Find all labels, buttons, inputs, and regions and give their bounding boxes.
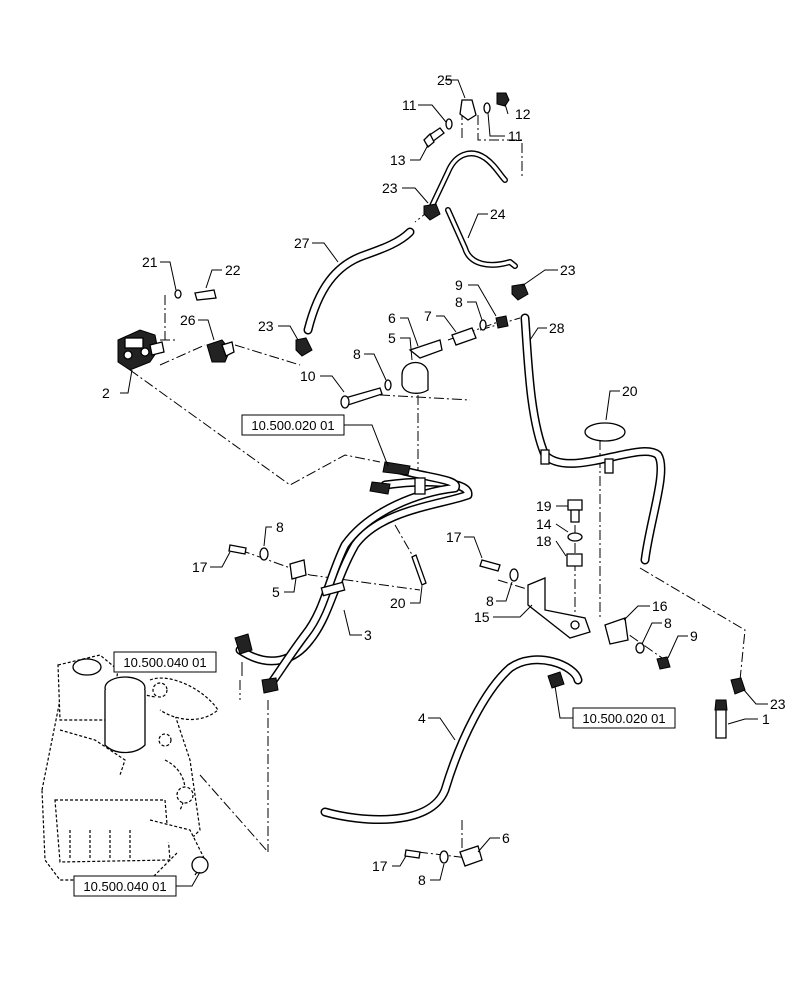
callout-label: 17 bbox=[446, 529, 462, 545]
callout-label: 8 bbox=[418, 872, 426, 888]
callout-label: 21 bbox=[142, 254, 158, 270]
callout-label: 10 bbox=[300, 368, 316, 384]
callout-label: 20 bbox=[390, 595, 406, 611]
callout-label: 2 bbox=[102, 385, 110, 401]
callout-label: 27 bbox=[294, 235, 310, 251]
callout-label: 23 bbox=[382, 180, 398, 196]
callout-label: 8 bbox=[486, 593, 494, 609]
callout-label: 11 bbox=[402, 97, 417, 113]
callout-label: 20 bbox=[622, 383, 638, 399]
callout-label: 8 bbox=[353, 346, 361, 362]
callout-label: 17 bbox=[372, 858, 388, 874]
callout-label: 5 bbox=[388, 330, 396, 346]
callout-label: 18 bbox=[536, 533, 552, 549]
reference-box-3: 10.500.020 01 bbox=[572, 707, 676, 729]
callout-label: 17 bbox=[192, 559, 208, 575]
callout-label: 11 bbox=[508, 128, 523, 144]
control-valve bbox=[117, 329, 165, 371]
reference-label: 10.500.020 01 bbox=[582, 711, 665, 726]
assembly-lines bbox=[129, 110, 746, 859]
reference-label: 10.500.020 01 bbox=[251, 418, 334, 433]
reference-box-2: 10.500.040 01 bbox=[113, 651, 217, 673]
reference-label: 10.500.040 01 bbox=[83, 879, 166, 894]
callout-numbers: 25 12 11 11 13 23 24 27 21 22 9 23 8 7 6… bbox=[102, 72, 786, 888]
callout-label: 9 bbox=[690, 628, 698, 644]
callout-label: 23 bbox=[258, 318, 274, 334]
hoses bbox=[235, 150, 666, 824]
reference-box-4: 10.500.040 01 bbox=[73, 875, 177, 897]
callout-label: 25 bbox=[437, 72, 453, 88]
callout-label: 23 bbox=[770, 696, 786, 712]
hardware bbox=[174, 92, 746, 867]
callout-label: 22 bbox=[225, 262, 241, 278]
reference-label: 10.500.040 01 bbox=[123, 655, 206, 670]
callout-label: 8 bbox=[455, 294, 463, 310]
callout-label: 1 bbox=[762, 711, 770, 727]
callout-label: 8 bbox=[276, 519, 284, 535]
callout-label: 23 bbox=[560, 262, 576, 278]
callout-label: 3 bbox=[364, 627, 372, 643]
callout-label: 16 bbox=[652, 598, 668, 614]
callout-label: 7 bbox=[424, 308, 432, 324]
callout-label: 26 bbox=[180, 312, 196, 328]
callout-label: 6 bbox=[502, 830, 510, 846]
leader-lines bbox=[120, 79, 768, 887]
callout-label: 24 bbox=[490, 206, 506, 222]
reference-box-1: 10.500.020 01 bbox=[241, 414, 345, 436]
hose-bands bbox=[320, 449, 614, 597]
callout-label: 13 bbox=[390, 152, 406, 168]
callout-label: 12 bbox=[515, 106, 531, 122]
elbow-fitting-26 bbox=[206, 339, 235, 363]
callout-label: 5 bbox=[272, 584, 280, 600]
callout-label: 4 bbox=[418, 710, 426, 726]
callout-label: 28 bbox=[549, 320, 565, 336]
callout-label: 8 bbox=[664, 615, 672, 631]
callout-label: 9 bbox=[455, 277, 463, 293]
callout-label: 15 bbox=[474, 609, 490, 625]
callout-label: 6 bbox=[388, 310, 396, 326]
callout-label: 14 bbox=[536, 516, 552, 532]
pump-assembly bbox=[41, 654, 219, 881]
callout-label: 19 bbox=[536, 498, 552, 514]
